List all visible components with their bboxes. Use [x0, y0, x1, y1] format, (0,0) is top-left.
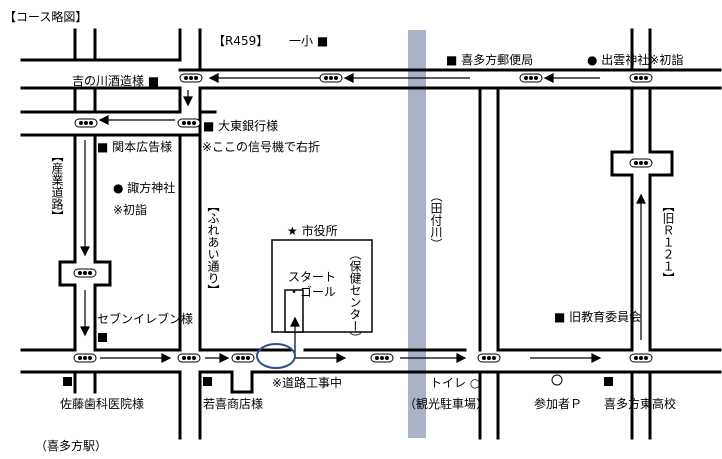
kitakata-station-label: （喜多方駅） — [35, 439, 108, 453]
yoshinokawa-label: 吉の川酒造様 ■ — [72, 74, 160, 88]
signal-icon — [629, 353, 653, 363]
kitakata-post-label: ■ 喜多方郵便局 — [446, 53, 534, 67]
signal-icon — [179, 73, 203, 83]
signal-icon — [629, 158, 653, 168]
seven-eleven-marker — [98, 333, 107, 342]
start-location-marker — [256, 343, 296, 369]
sangyo-road-label: 【産業道路】 — [50, 150, 64, 222]
suwa-shrine-label: ● 諏方神社 — [113, 181, 176, 195]
start-goal-label-2: ・ゴール — [288, 285, 337, 299]
hatsumoude-label: ※初詣 — [113, 203, 148, 217]
sekimoto-label: ■ 関本広告様 — [97, 140, 173, 154]
road-network — [20, 28, 722, 440]
signal-icon — [73, 353, 97, 363]
start-goal-box — [284, 289, 304, 333]
wakaki-marker — [203, 377, 212, 386]
signal-icon — [319, 73, 343, 83]
toilet-label: トイレ ○ — [430, 376, 481, 390]
participant-parking-marker — [551, 374, 563, 386]
signal-icon — [74, 118, 98, 128]
daito-bank-label: ■ 大東銀行様 — [203, 119, 279, 133]
tatsuke-river — [408, 30, 426, 438]
turn-note-label: ※ここの信号機で右折 — [202, 140, 321, 154]
tatsuke-river-label: （田付川） — [429, 190, 443, 250]
wakaki-label: 若喜商店様 — [203, 397, 264, 411]
signal-icon — [519, 73, 543, 83]
izumo-shrine-label: ● 出雲神社※初詣 — [587, 53, 684, 67]
route-arrows — [80, 73, 646, 363]
signal-icon — [73, 268, 97, 278]
kanko-parking-label: （観光駐車場） — [404, 397, 489, 411]
signal-icon — [177, 353, 201, 363]
kitakata-higashi-label: 喜多方東高校 — [604, 397, 677, 411]
map-title: 【コース略図】 — [4, 10, 88, 24]
road-work-label: ※道路工事中 — [272, 376, 343, 390]
seven-eleven-label: セブンイレブン様 — [97, 312, 194, 326]
r121-label: 【旧Ｒ１２１】 — [661, 200, 675, 284]
traffic-signals — [73, 73, 653, 363]
city-hall-label: ★ 市役所 — [287, 224, 338, 238]
fureai-road-label: 【ふれあい通り】 — [206, 200, 220, 296]
sato-dental-label: 佐藤歯科医院様 — [60, 397, 145, 411]
signal-icon — [231, 353, 255, 363]
kitakata-higashi-marker — [604, 377, 613, 386]
participant-parking-label: 参加者Ｐ — [534, 397, 583, 411]
health-center-label: （保健センター） — [348, 248, 362, 344]
signal-icon — [629, 73, 653, 83]
signal-icon — [370, 353, 394, 363]
signal-icon — [477, 353, 501, 363]
sato-dental-marker — [63, 377, 72, 386]
start-goal-label-1: スタート — [288, 270, 337, 284]
route-r459-label: 【R459】 — [213, 34, 269, 48]
kyu-kyoiku-label: ■ 旧教育委員会 — [554, 310, 642, 324]
ichisho-label: 一小 ■ — [289, 34, 329, 48]
signal-icon — [177, 118, 201, 128]
